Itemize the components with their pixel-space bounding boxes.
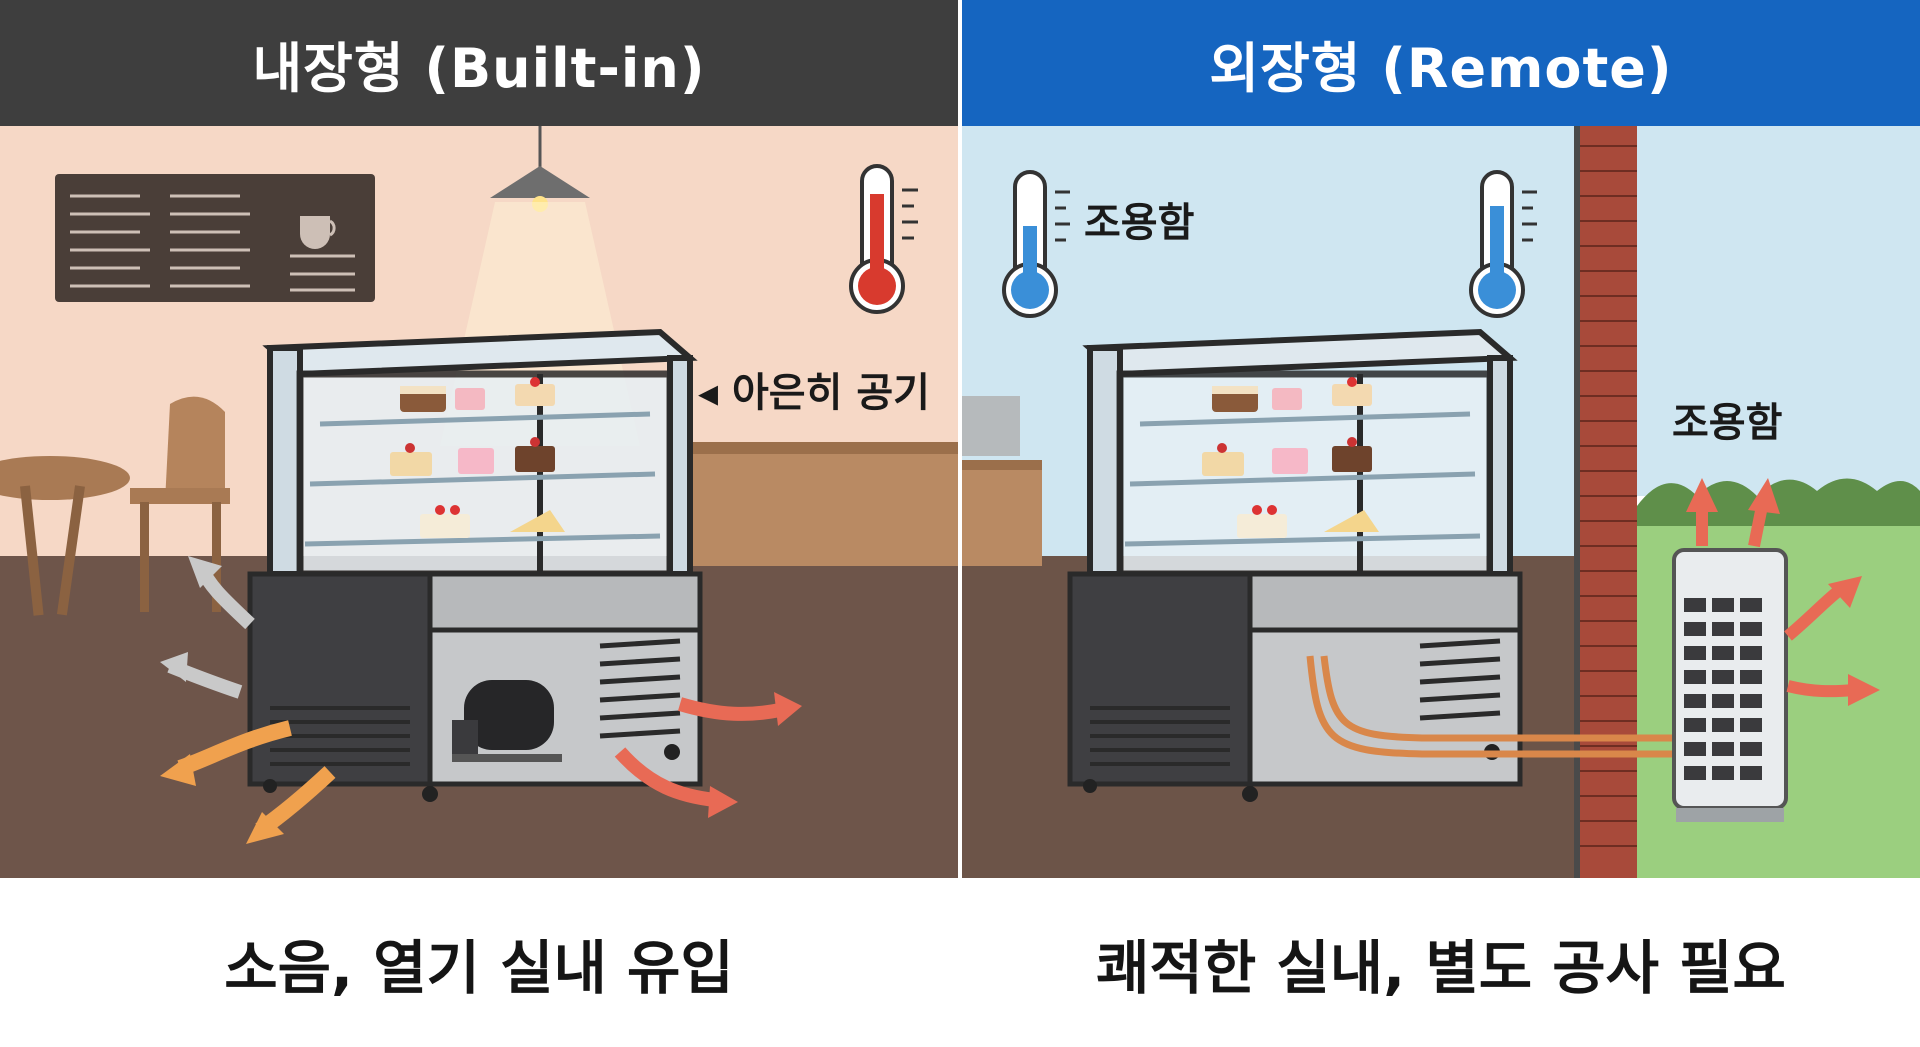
built-in-panel: 내장형 (Built-in) [0, 0, 958, 1047]
counter [690, 448, 958, 566]
outdoor-sky [1637, 126, 1920, 496]
cafe-table [0, 456, 130, 616]
brick-wall [1574, 126, 1637, 878]
remote-showcase [1067, 328, 1523, 802]
quiet-label-outdoor: 조용함 [1672, 400, 1783, 446]
thermometer-cold-icon [1002, 170, 1070, 318]
thermometer-cold-icon-2 [1469, 170, 1537, 318]
cafe-chair [130, 396, 230, 612]
cake-icon [1202, 377, 1379, 538]
built-in-caption: 소음, 열기 실내 유입 [0, 878, 958, 1047]
hot-air-arrow-icon [160, 556, 802, 844]
built-in-header: 내장형 (Built-in) [0, 0, 958, 126]
remote-caption-text: 쾌적한 실내, 별도 공사 필요 [1096, 933, 1786, 1002]
remote-scene: 조용함 조용함 [962, 126, 1920, 878]
built-in-caption-text: 소음, 열기 실내 유입 [224, 933, 734, 1002]
warm-air-label: ◂ 아은히 공기 [698, 370, 930, 416]
remote-header: 외장형 (Remote) [962, 0, 1920, 126]
panel-divider [958, 0, 962, 878]
quiet-label-indoor: 조용함 [1084, 200, 1195, 246]
outdoor-condenser-icon [1672, 548, 1788, 822]
compressor-icon [452, 680, 562, 762]
remote-caption: 쾌적한 실내, 별도 공사 필요 [962, 878, 1920, 1047]
menu-board-icon [55, 174, 375, 302]
built-in-title: 내장형 (Built-in) [252, 36, 706, 100]
built-in-scene: ◂ 아은히 공기 [0, 126, 958, 878]
thermometer-hot-icon [849, 164, 918, 314]
refrigerant-pipe [1306, 655, 1702, 758]
cake-icon [390, 377, 565, 538]
remote-panel: 외장형 (Remote) [962, 0, 1920, 1047]
built-in-showcase [247, 328, 703, 802]
remote-title: 외장형 (Remote) [1209, 36, 1673, 100]
exhaust-arrow-icon [1686, 478, 1880, 706]
